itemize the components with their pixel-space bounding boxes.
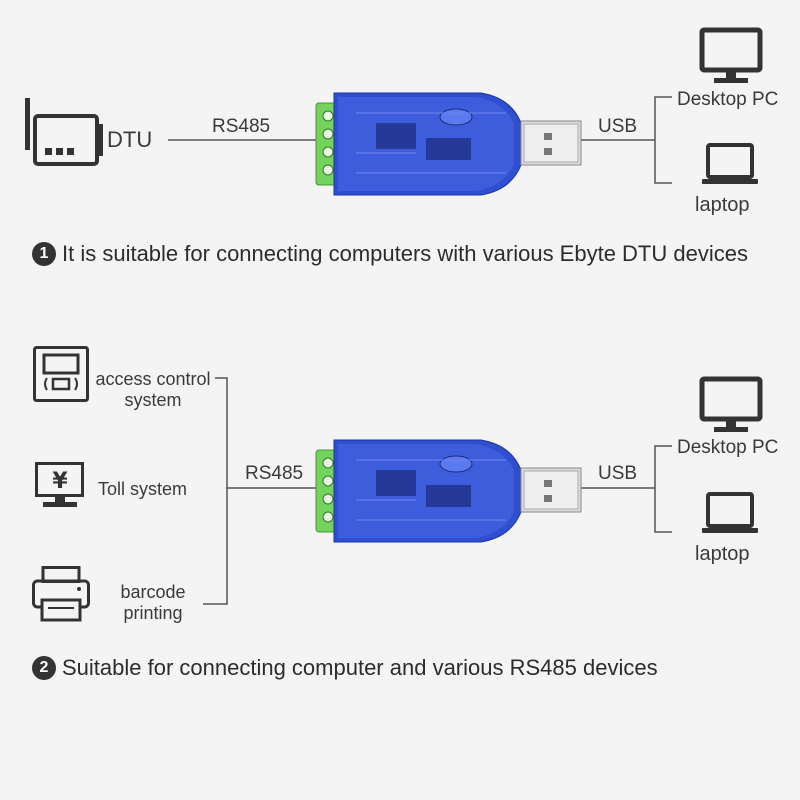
caption-number-1: 1 bbox=[32, 242, 56, 266]
toll-system-label: Toll system bbox=[98, 479, 188, 499]
rs485-label-2: RS485 bbox=[245, 463, 304, 484]
usb-label-2: USB bbox=[598, 463, 638, 484]
caption-text-2: Suitable for connecting computer and var… bbox=[62, 655, 658, 680]
barcode-printing-label: barcode printing bbox=[120, 582, 186, 623]
access-control-icon bbox=[33, 346, 89, 402]
desktop-pc-label-2: Desktop PC bbox=[677, 437, 779, 458]
desktop-pc-label: Desktop PC bbox=[677, 89, 779, 110]
desktop-pc-icon-2 bbox=[702, 379, 762, 434]
laptop-label: laptop bbox=[695, 194, 750, 216]
laptop-icon-2 bbox=[700, 492, 760, 535]
usb-rs485-converter-2 bbox=[315, 439, 582, 543]
caption-text-1: It is suitable for connecting computers … bbox=[62, 241, 748, 266]
dtu-icon bbox=[25, 98, 103, 166]
laptop-label-2: laptop bbox=[695, 543, 750, 565]
toll-symbol: ¥ bbox=[52, 469, 68, 494]
usb-label: USB bbox=[598, 116, 638, 137]
printer-icon bbox=[32, 566, 90, 622]
caption-1: 1 It is suitable for connecting computer… bbox=[32, 241, 748, 267]
dtu-label: DTU bbox=[107, 127, 153, 152]
toll-system-icon: ¥ bbox=[35, 462, 84, 507]
caption-number-2: 2 bbox=[32, 656, 56, 680]
rs485-label: RS485 bbox=[212, 116, 271, 137]
caption-2: 2 Suitable for connecting computer and v… bbox=[32, 655, 658, 681]
access-control-label: access control system bbox=[95, 369, 211, 410]
